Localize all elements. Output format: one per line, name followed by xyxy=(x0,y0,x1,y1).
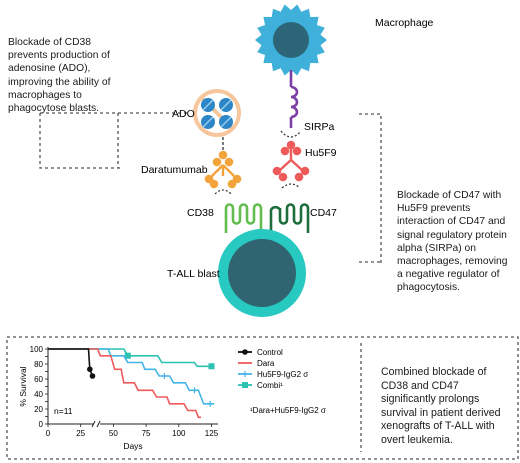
x-tick-label: 75 xyxy=(142,429,151,438)
combined-blockade-note: Combined blockade of CD38 and CD47 signi… xyxy=(381,366,501,446)
control-marker xyxy=(89,373,96,379)
cd47-label: CD47 xyxy=(310,207,337,219)
y-tick-label: 80 xyxy=(34,360,43,369)
combi-marker xyxy=(124,352,131,359)
legend-label: Combi¹ xyxy=(257,381,283,390)
axis-break xyxy=(94,421,101,427)
sirpa-label: SIRPa xyxy=(304,121,335,133)
x-tick-label: 0 xyxy=(46,429,51,438)
right-bracket xyxy=(359,113,382,263)
daratumumab-antibody xyxy=(204,150,242,189)
legend-label: Control xyxy=(257,348,283,357)
series-line-2 xyxy=(48,348,215,405)
cd47-receptor xyxy=(269,203,310,233)
cd38-receptor xyxy=(224,203,263,233)
sirpa-receptor xyxy=(289,70,299,128)
cd38-blockade-note: Blockade of CD38 prevents production of … xyxy=(8,37,111,115)
x-axis-label: Days xyxy=(123,441,142,451)
hu5f9-antibody xyxy=(272,140,310,182)
sirpa-binding-site xyxy=(280,130,302,138)
tall-blast-cell xyxy=(218,229,306,317)
y-tick-label: 0 xyxy=(39,420,44,429)
x-tick-label: 100 xyxy=(172,429,186,438)
cd38-binding-site xyxy=(214,189,232,195)
macrophage-nucleus xyxy=(273,22,309,58)
chart-panel-frame xyxy=(6,336,519,460)
left-bracket xyxy=(39,113,121,169)
y-tick-label: 40 xyxy=(34,390,43,399)
series-line-1 xyxy=(48,348,201,419)
combi-marker xyxy=(208,363,215,370)
y-tick-label: 20 xyxy=(34,405,43,414)
x-tick-label: 50 xyxy=(109,429,118,438)
macrophage-cell xyxy=(255,4,327,76)
chart-footnote: ¹Dara+Hu5F9-IgG2 σ xyxy=(250,406,326,415)
chart-axes xyxy=(47,347,218,425)
x-tick-label: 125 xyxy=(205,429,219,438)
cd47-blockade-note: Blockade of CD47 with Hu5F9 prevents int… xyxy=(397,190,508,294)
x-tick-label: 25 xyxy=(76,429,85,438)
ado-label: ADO xyxy=(172,108,195,120)
control-marker xyxy=(87,366,93,373)
y-tick-label: 100 xyxy=(30,345,44,354)
y-tick-label: 60 xyxy=(34,375,43,384)
y-axis-label: % Survival xyxy=(18,366,28,406)
n-annotation: n=11 xyxy=(54,406,73,416)
cd38-label: CD38 xyxy=(187,207,214,219)
series-line-3 xyxy=(48,348,215,368)
ado-molecules xyxy=(193,89,241,137)
macrophage-label: Macrophage xyxy=(375,17,434,29)
legend-label: Hu5F9-IgG2 σ xyxy=(257,370,308,379)
cd47-binding-site xyxy=(281,183,301,189)
series-line-0 xyxy=(48,348,96,377)
hu5f9-label: Hu5F9 xyxy=(305,147,337,159)
daratumumab-label: Daratumumab xyxy=(141,164,208,176)
legend-label: Dara xyxy=(257,359,275,368)
tall-blast-label: T-ALL blast xyxy=(167,268,220,280)
